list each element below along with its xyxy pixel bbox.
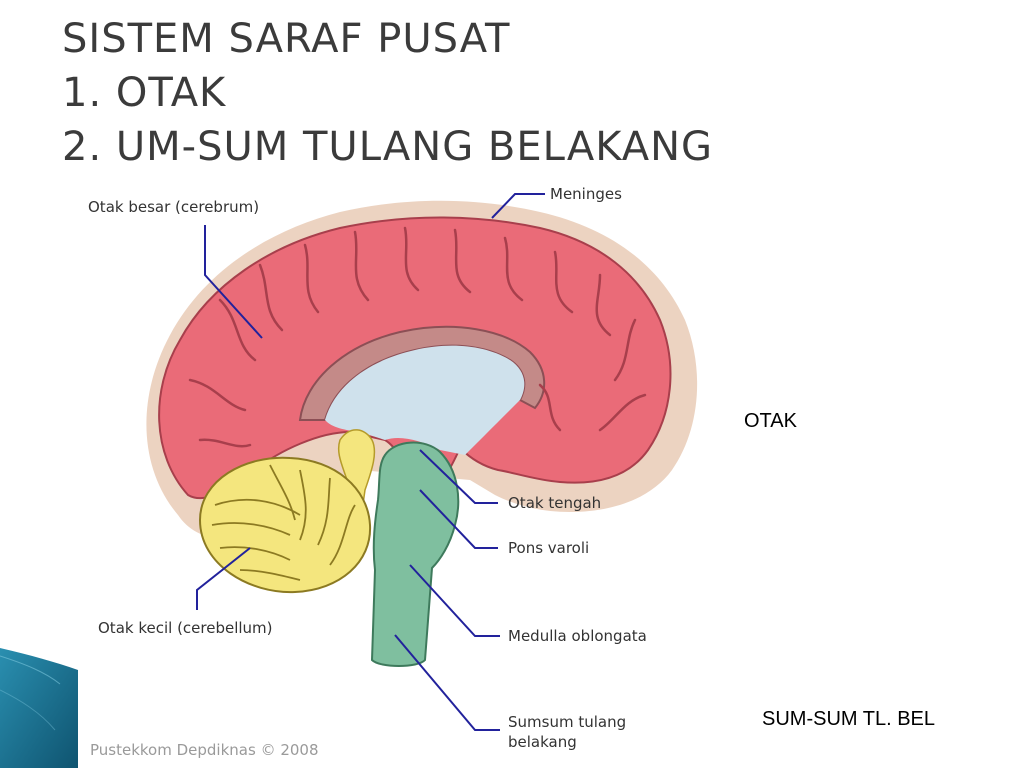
title-line-1: SISTEM SARAF PUSAT — [62, 16, 511, 62]
label-medulla: Medulla oblongata — [508, 627, 647, 645]
cerebellum-shape — [198, 456, 372, 594]
label-spinal-cord-line-1: Sumsum tulang — [508, 713, 626, 731]
leader-lines — [196, 193, 545, 731]
note-otak: OTAK — [744, 410, 797, 432]
label-spinal-cord-line-2: belakang — [508, 733, 577, 751]
label-meninges: Meninges — [550, 185, 622, 203]
brainstem-shape — [370, 441, 460, 667]
image-credit: Pustekkom Depdiknas © 2008 — [90, 741, 319, 759]
label-cerebellum: Otak kecil (cerebellum) — [98, 619, 273, 637]
slide-title: SISTEM SARAF PUSAT 1. OTAK 2. UM-SUM TUL… — [62, 12, 713, 174]
corner-wave-accent — [0, 648, 78, 768]
cerebrum-folds — [188, 226, 647, 448]
ventricle-area — [325, 345, 525, 455]
label-midbrain: Otak tengah — [508, 494, 601, 512]
title-line-3: 2. UM-SUM TULANG BELAKANG — [62, 124, 713, 170]
title-line-2: 1. OTAK — [62, 70, 227, 116]
label-cerebrum: Otak besar (cerebrum) — [88, 198, 259, 216]
label-pons: Pons varoli — [508, 539, 589, 557]
note-sumsum: SUM-SUM TL. BEL — [762, 708, 935, 730]
